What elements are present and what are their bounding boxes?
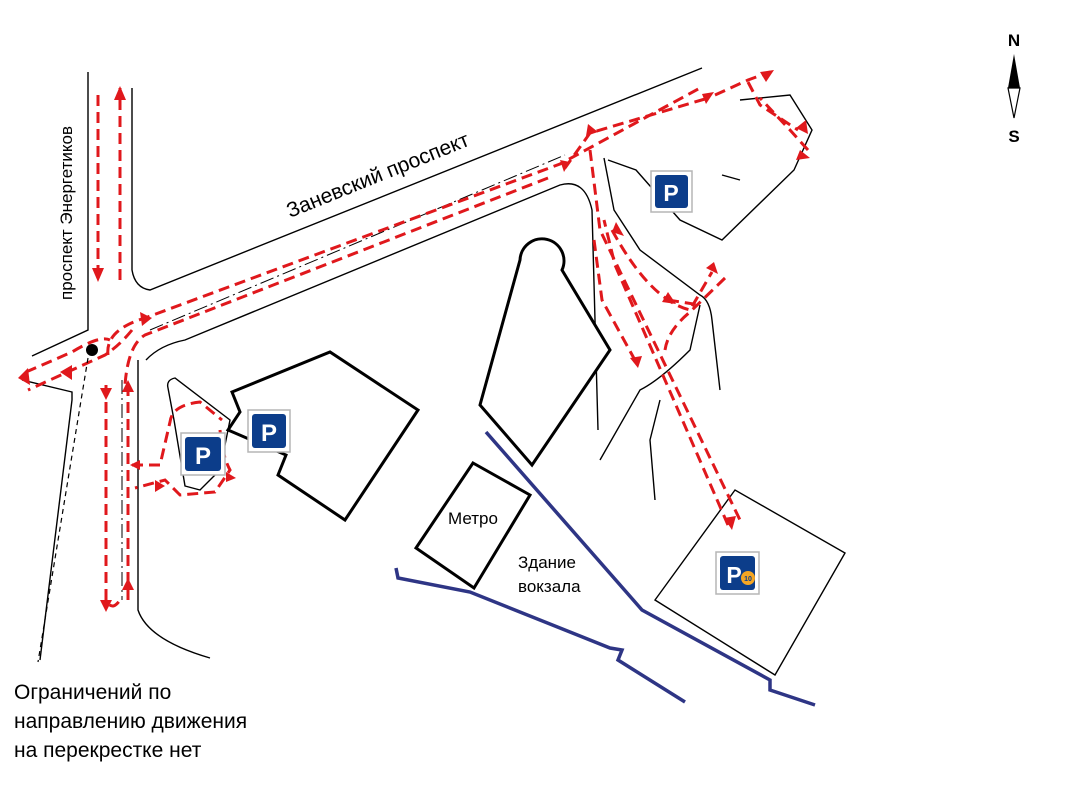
arrow-icon [114, 86, 126, 100]
parking-sign-top: P [650, 170, 693, 213]
arrow-icon [60, 365, 72, 380]
arrow-icon [155, 480, 165, 492]
arrow-icon [796, 150, 810, 160]
station-label: Здание вокзала [518, 553, 581, 596]
arrow-icon [760, 70, 774, 82]
paid-parking-icon [741, 571, 755, 585]
metro-label: Метро [448, 509, 498, 528]
arrow-icon [140, 312, 152, 326]
arrow-icon [560, 160, 570, 172]
arrow-icon [122, 578, 134, 590]
intersection-marker [86, 344, 98, 356]
railway [394, 430, 816, 707]
parking-sign-paid: P 10 [715, 551, 760, 595]
arrow-icon [706, 262, 718, 274]
arrow-icon [100, 600, 112, 612]
svg-text:P: P [261, 420, 277, 447]
road-edges [21, 67, 813, 661]
note-pointer [37, 357, 89, 663]
arrow-icon [130, 460, 140, 470]
arrow-icon [724, 516, 736, 530]
svg-text:P: P [663, 180, 678, 206]
building-left [225, 350, 421, 523]
arrow-icon [122, 380, 134, 392]
street-label-energetikov: проспект Энергетиков [57, 126, 76, 300]
svg-text:10: 10 [744, 576, 752, 583]
arrow-icon [796, 120, 808, 134]
arrow-icon [702, 92, 714, 104]
route-arrows [18, 70, 810, 612]
svg-text:P: P [195, 443, 211, 470]
metro-building [413, 461, 533, 591]
arrow-icon [92, 268, 104, 282]
arrow-icon [100, 388, 112, 400]
building-central [478, 237, 612, 468]
compass-icon: N S [1007, 31, 1021, 146]
routes [25, 70, 810, 608]
arrow-icon [18, 368, 30, 385]
svg-text:N: N [1008, 31, 1020, 50]
intersection-note: Ограничений по направлению движения на п… [14, 681, 248, 762]
svg-text:S: S [1008, 127, 1019, 146]
arrow-icon [612, 222, 624, 236]
arrow-icon [226, 472, 236, 482]
arrow-icon [586, 124, 598, 136]
parking-sign-left: P [180, 432, 226, 476]
arrow-icon [662, 292, 676, 304]
road-centerlines [121, 154, 566, 600]
parking-sign-center: P [247, 409, 291, 453]
svg-text:P: P [726, 562, 741, 588]
arrow-icon [630, 356, 642, 368]
buildings [166, 237, 846, 676]
